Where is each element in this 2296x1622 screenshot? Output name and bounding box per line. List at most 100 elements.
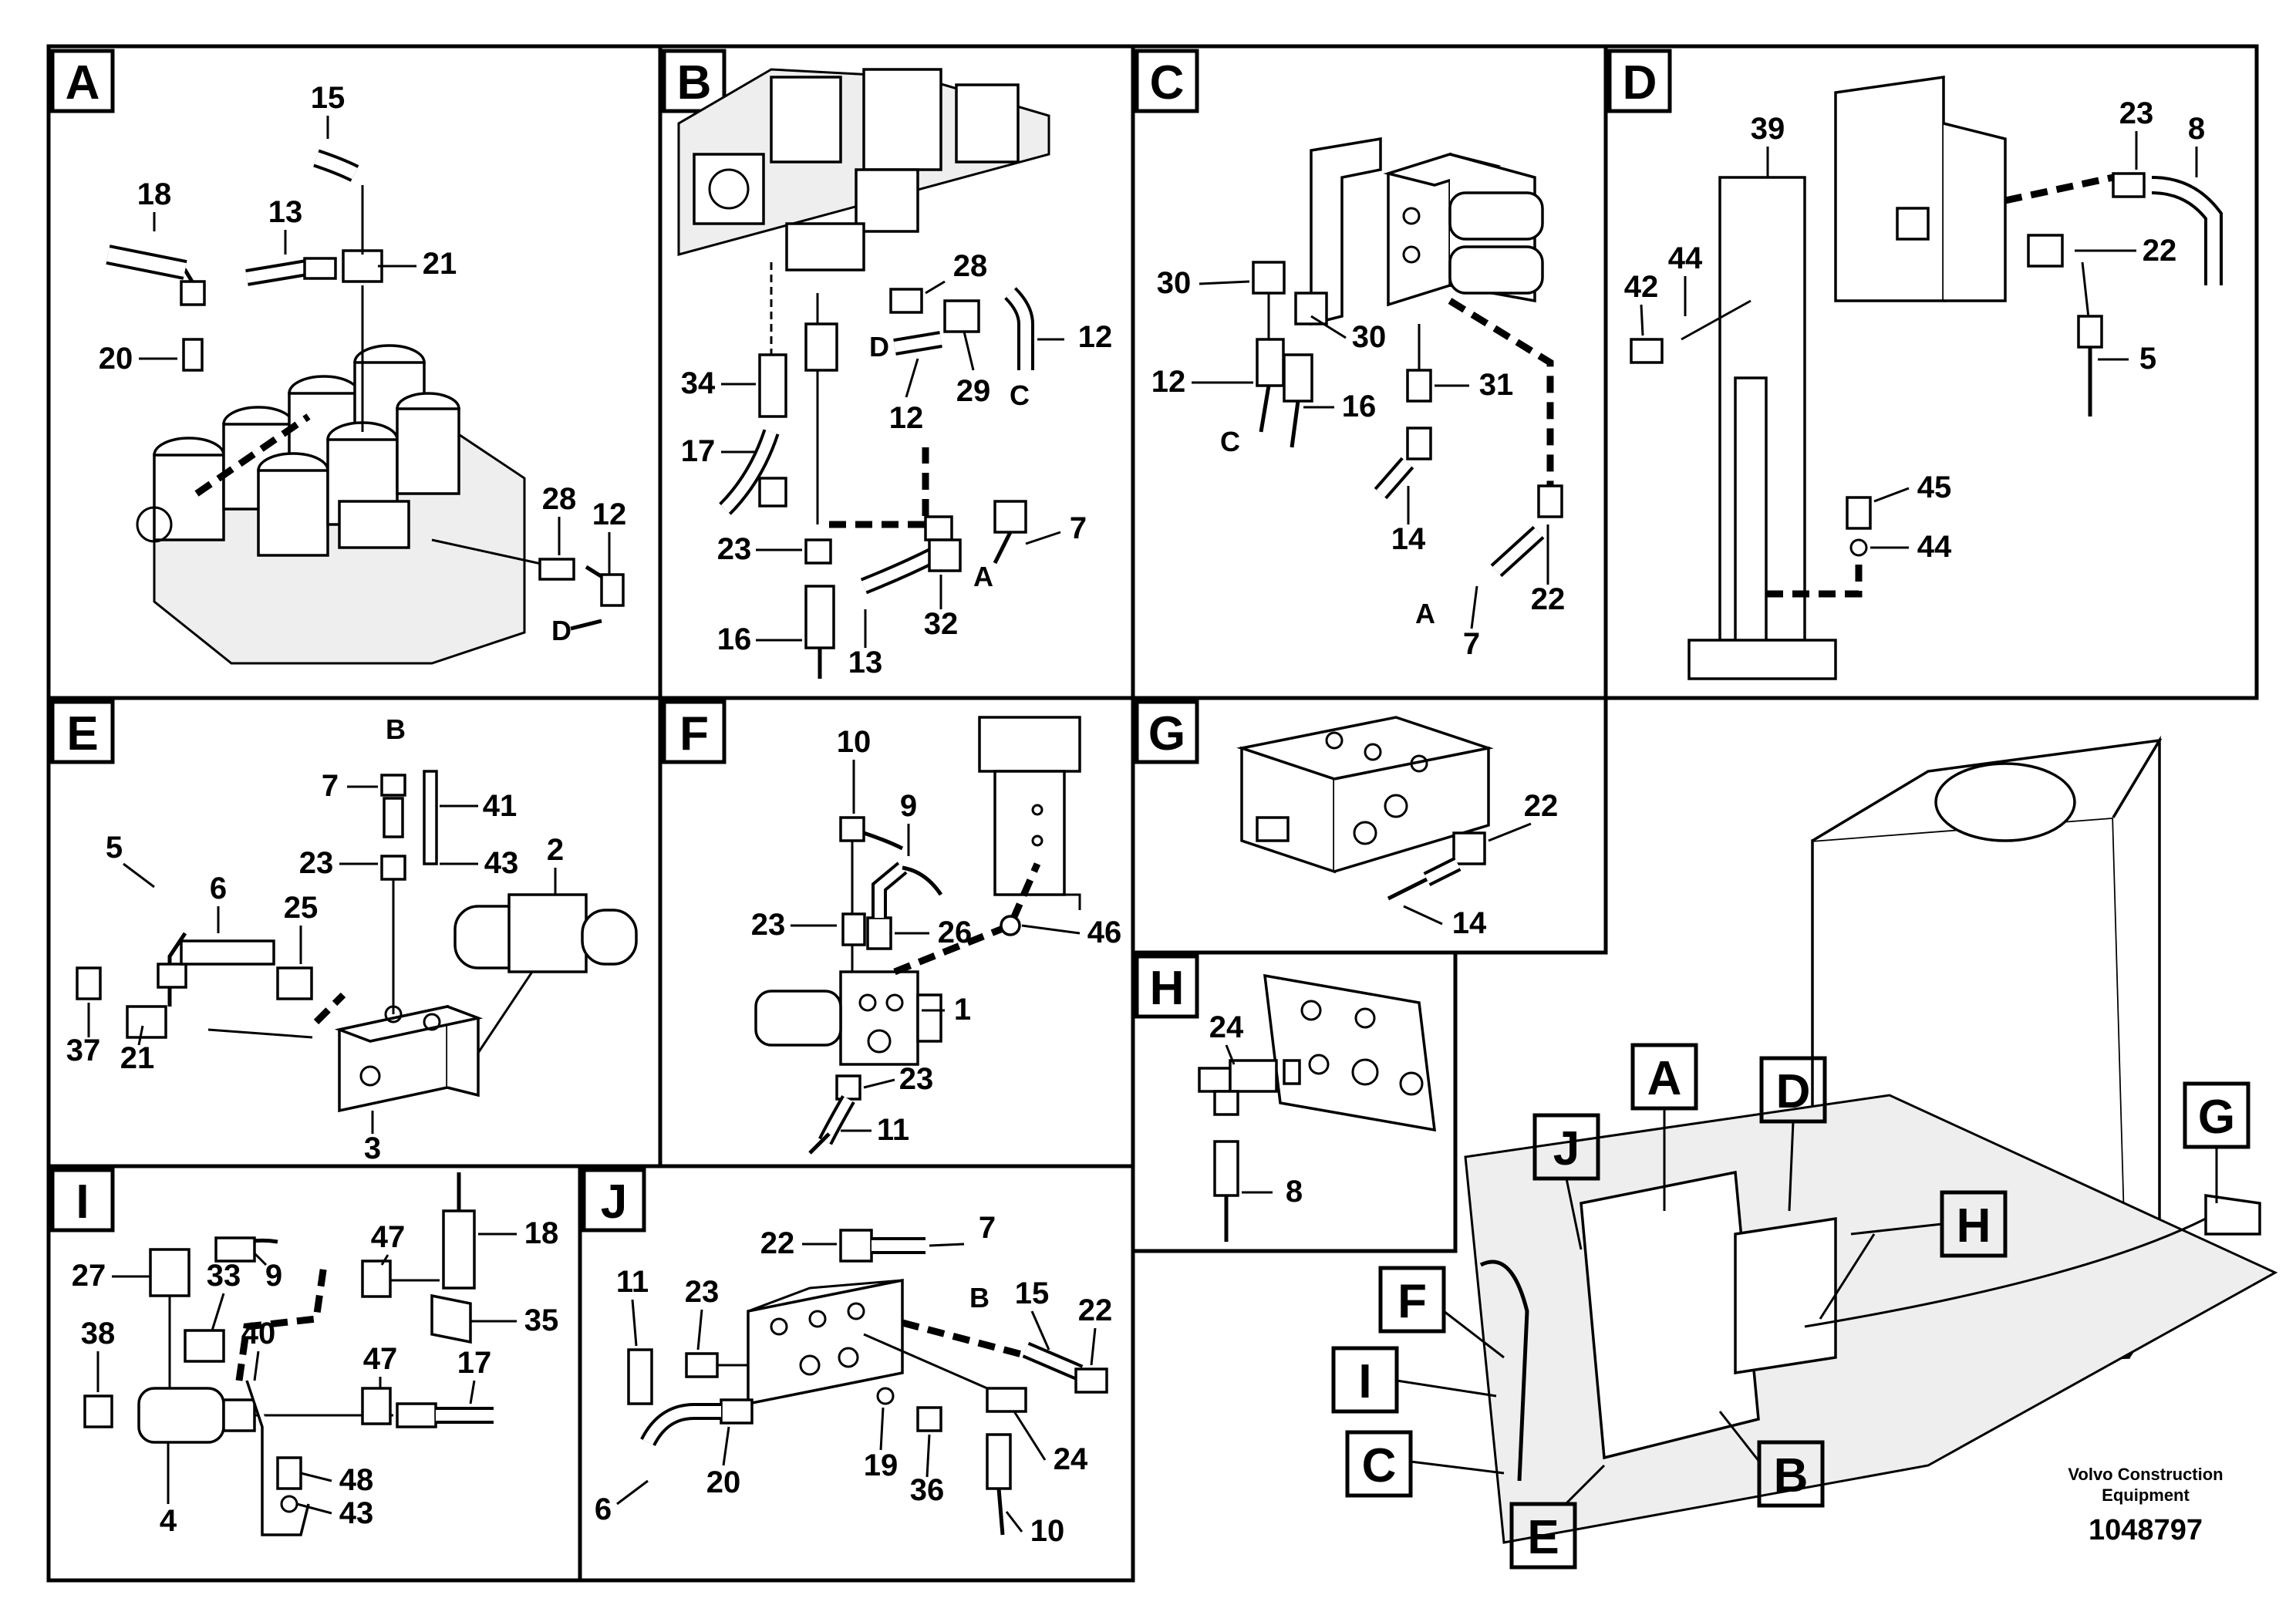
footer-brand: Volvo Construction Equipment 1048797 [2068,1465,2223,1546]
panel-c-drawing [1252,137,1563,578]
svg-text:47: 47 [363,1342,398,1376]
svg-text:14: 14 [1452,906,1487,940]
svg-text:C: C [1150,56,1185,110]
svg-text:A: A [66,56,100,110]
svg-text:46: 46 [1087,916,1122,949]
svg-text:7: 7 [979,1211,996,1245]
overview-callout-h: H [1850,1190,2008,1258]
svg-text:30: 30 [1352,320,1387,354]
panel-i-labels: 9 47 18 27 33 38 40 35 47 17 48 43 4 [72,1216,559,1538]
svg-text:44: 44 [1917,530,1952,564]
svg-text:C: C [1010,379,1030,411]
svg-text:D: D [1623,56,1657,110]
panel-h-drawing [1198,973,1437,1242]
svg-text:37: 37 [66,1034,101,1067]
svg-text:16: 16 [1342,389,1377,423]
panel-d-drawing [1630,75,2223,680]
panel-tag-f: F [662,700,727,764]
overview-callout-d: D [1759,1056,1827,1212]
svg-text:23: 23 [717,532,752,566]
svg-text:I: I [1358,1355,1371,1408]
svg-text:23: 23 [2119,96,2154,130]
panel-b-labels: 28 D 29 12 12 C 34 17 23 32 7 A 16 13 [681,249,1113,679]
overview-callout-b: B [1718,1411,1825,1508]
svg-text:20: 20 [706,1465,741,1499]
svg-text:28: 28 [953,249,988,283]
svg-text:13: 13 [268,195,303,229]
svg-text:41: 41 [483,789,518,823]
panel-tag-a: A [50,49,115,113]
svg-text:25: 25 [284,891,319,925]
svg-text:22: 22 [2143,234,2177,268]
svg-text:18: 18 [524,1216,559,1250]
panel-tag-d: D [1607,49,1672,113]
svg-text:2: 2 [547,833,564,867]
panel-d-labels: 39 23 8 22 42 44 5 45 44 [1624,96,2205,564]
panel-tag-c: C [1135,49,1199,113]
svg-text:B: B [386,713,406,745]
svg-text:15: 15 [311,81,346,115]
svg-text:9: 9 [900,789,917,823]
panel-i-drawing [83,1172,494,1536]
overview-callout-i: I [1331,1346,1497,1414]
svg-text:9: 9 [265,1259,282,1293]
svg-text:6: 6 [595,1492,612,1526]
svg-text:10: 10 [837,725,872,759]
svg-text:30: 30 [1157,266,1192,300]
svg-text:29: 29 [956,374,991,408]
svg-text:35: 35 [524,1303,559,1337]
panel-f-drawing [754,716,1081,1155]
svg-text:A: A [1415,598,1435,629]
svg-text:5: 5 [106,831,123,865]
panel-frames [46,44,2259,1583]
svg-text:17: 17 [681,434,716,468]
svg-text:16: 16 [717,622,752,656]
svg-text:39: 39 [1751,112,1785,146]
svg-text:11: 11 [877,1113,909,1147]
svg-text:23: 23 [299,846,334,880]
svg-text:48: 48 [339,1463,374,1497]
svg-text:A: A [1647,1052,1682,1105]
svg-text:F: F [1397,1275,1427,1328]
panel-a-drawing [106,149,625,665]
svg-text:B: B [677,56,712,110]
svg-text:7: 7 [322,769,339,803]
panel-a-labels: 15 18 13 21 20 28 12 D [99,81,627,646]
svg-text:B: B [969,1282,990,1313]
svg-text:3: 3 [364,1131,381,1165]
svg-text:42: 42 [1624,270,1659,304]
svg-text:22: 22 [1524,789,1559,823]
svg-text:D: D [869,331,889,363]
svg-text:8: 8 [1286,1175,1303,1209]
svg-text:12: 12 [1078,320,1113,354]
svg-text:21: 21 [120,1041,155,1075]
svg-text:13: 13 [848,646,883,679]
svg-text:22: 22 [1078,1293,1113,1327]
svg-text:22: 22 [760,1226,795,1260]
panel-e-labels: B 7 41 23 43 2 5 6 25 37 21 3 [66,713,564,1165]
svg-text:11: 11 [616,1265,649,1299]
svg-text:H: H [1150,962,1185,1015]
svg-text:28: 28 [542,482,577,516]
svg-text:18: 18 [137,177,172,211]
panel-tag-b: B [662,49,727,113]
svg-text:36: 36 [910,1473,945,1507]
svg-text:7: 7 [1463,627,1480,661]
svg-text:F: F [679,707,709,760]
svg-text:27: 27 [72,1259,106,1293]
svg-text:4: 4 [160,1504,177,1538]
panel-j-drawing [627,1229,1108,1536]
svg-text:26: 26 [938,916,973,949]
svg-text:C: C [1220,426,1240,457]
overview-drawing [1464,735,2278,1544]
svg-text:6: 6 [210,872,227,905]
overview-callout-e: E [1509,1464,1606,1570]
overview-callout-a: A [1630,1043,1698,1211]
svg-text:1: 1 [954,993,971,1027]
svg-text:22: 22 [1531,582,1566,616]
overview-callout-c: C [1345,1430,1505,1498]
svg-text:17: 17 [457,1346,492,1380]
svg-text:47: 47 [371,1220,406,1254]
panel-b-drawing [677,68,1050,679]
brand-line-2: Equipment [2102,1485,2190,1505]
